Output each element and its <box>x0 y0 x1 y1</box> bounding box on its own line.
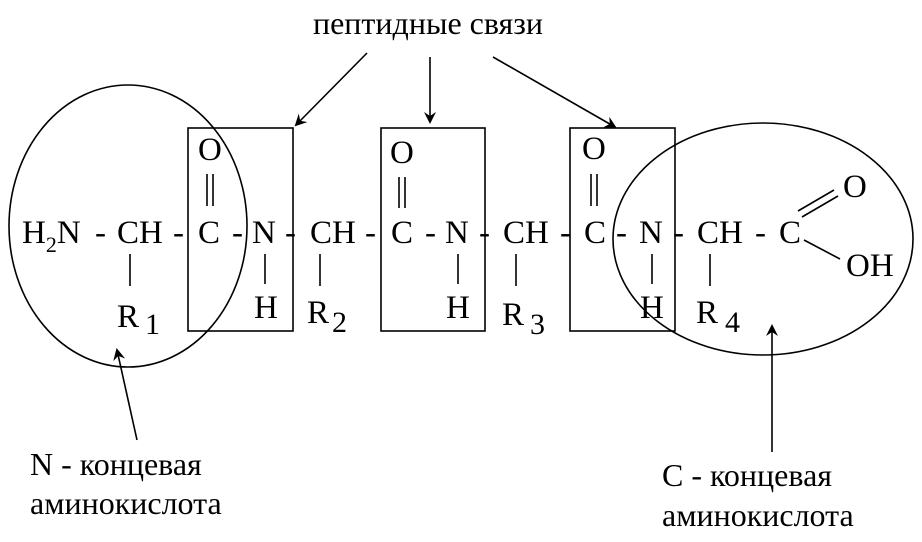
dash: - <box>95 215 106 251</box>
arrow-peptide-bond-1 <box>294 52 368 127</box>
n-terminal-ellipse <box>8 84 248 368</box>
amide-hydrogen-1: H <box>254 290 278 326</box>
carbonyl-oxygen-2: O <box>390 135 414 171</box>
amide-hydrogen-2: H <box>446 290 470 326</box>
carbonyl-carbon-1: C <box>198 215 220 251</box>
alpha-carbon-4: CH <box>697 215 743 251</box>
amide-nitrogen-3: N <box>639 215 663 251</box>
amide-hydrogen-3: H <box>640 290 664 326</box>
c-terminal-label-line-1: С - концевая <box>662 457 832 493</box>
peptide-bond-box-3 <box>569 127 676 332</box>
carbonyl-oxygen-1: O <box>198 132 222 168</box>
dash: - <box>755 215 766 251</box>
dash: - <box>232 215 243 251</box>
double-bond-line <box>797 189 835 212</box>
carbonyl-carbon-3: C <box>584 215 606 251</box>
hydroxyl-group: OH <box>846 248 894 284</box>
amide-nitrogen-2: N <box>445 215 469 251</box>
dash: - <box>173 215 184 251</box>
dash: - <box>673 215 684 251</box>
n-terminal-label-line-2: аминокислота <box>30 485 222 521</box>
dash: - <box>425 215 436 251</box>
amide-hydrogens: H H H <box>254 254 664 326</box>
backbone: H2N - CH - C - N - CH - C - N - CH - C -… <box>22 215 801 257</box>
arrow-peptide-bond-3 <box>492 56 617 128</box>
alpha-carbon-1: CH <box>117 215 163 251</box>
peptide-bond-box-2 <box>380 127 486 332</box>
title: пептидные связи <box>313 5 543 41</box>
dash: - <box>365 215 376 251</box>
alpha-carbon-3: CH <box>503 215 549 251</box>
dash: - <box>285 215 296 251</box>
n-terminal-arrow <box>113 348 138 441</box>
c-terminal-label-line-2: аминокислота <box>662 497 854 533</box>
carboxyl-carbon: C <box>779 215 801 251</box>
carboxyl-oxygen: O <box>843 169 867 205</box>
dash: - <box>616 215 627 251</box>
double-bond-line <box>801 195 839 218</box>
single-bond-line <box>803 239 841 260</box>
alpha-carbon-2: CH <box>310 215 356 251</box>
peptide-bond-box-1 <box>187 127 294 332</box>
dash: - <box>560 215 571 251</box>
n-terminal-label-line-1: N - концевая <box>30 446 202 482</box>
dash: - <box>479 215 490 251</box>
c-terminal-ellipse <box>612 122 914 356</box>
carbonyl-carbon-2: C <box>391 215 413 251</box>
amide-nitrogen-1: N <box>252 215 276 251</box>
h2n-group: H2N <box>22 215 81 257</box>
carbonyl-groups: O O O O OH <box>198 131 894 284</box>
carbonyl-oxygen-3: O <box>582 131 606 167</box>
